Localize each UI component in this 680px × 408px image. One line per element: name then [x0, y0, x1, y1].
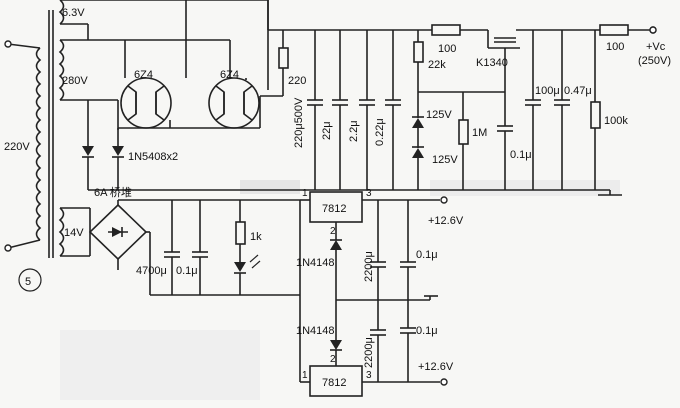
label-cap-2200u-upper: 2200μ: [363, 251, 375, 282]
label-cap-0.1u-b: 0.1μ: [176, 265, 198, 277]
cap-22u: [332, 30, 348, 190]
background-text: [60, 180, 620, 400]
label-6.3v: 6.3V: [62, 7, 85, 19]
label-14v: 14V: [64, 227, 84, 239]
label-cap-0.22u: 0.22μ: [374, 118, 386, 146]
label-cap-0.1u-a: 0.1μ: [510, 149, 532, 161]
label-pin2-lower: 2: [330, 354, 336, 365]
mosfet-section: [412, 24, 600, 190]
label-pin3-lower: 3: [366, 370, 372, 381]
label-r1k: 1k: [250, 231, 262, 243]
label-cap-0.47u: 0.47μ: [564, 85, 592, 97]
hv-rectifier-wiring: [87, 78, 610, 191]
cap-220u500v: [307, 30, 323, 190]
regulator-lower: [299, 200, 440, 397]
label-1n4148-lower: 1N4148: [296, 325, 335, 337]
label-out-12v-lower: +12.6V: [418, 361, 454, 373]
label-tube-right: 6Z4: [220, 69, 239, 81]
label-220v: 220V: [4, 141, 30, 153]
figure-number-circle: [18, 268, 42, 292]
label-cap-2200u-lower: 2200μ: [363, 337, 375, 368]
label-cap-220u500v: 220μ500V: [293, 97, 305, 148]
lv-filter: [164, 200, 261, 295]
diode-1n5408-b: [112, 130, 124, 175]
label-r220: 220: [288, 75, 306, 87]
label-regulator-lower: 7812: [322, 377, 346, 389]
label-mosfet: K1340: [476, 57, 508, 69]
regulator-upper: [300, 191, 440, 300]
tube-6z4-right: [208, 77, 260, 129]
label-tube-left: 6Z4: [134, 69, 153, 81]
label-figure-number: 5: [25, 276, 31, 288]
regulator-caps: [336, 200, 438, 382]
label-pin1-upper: 1: [302, 188, 308, 199]
bridge-rectifier: [88, 199, 300, 296]
label-cap-0.1u-d: 0.1μ: [416, 325, 438, 337]
label-cap-22u: 22μ: [321, 121, 333, 140]
label-pin3-upper: 3: [366, 188, 372, 199]
tube-6z4-left: [120, 77, 172, 129]
label-pin2-upper: 2: [330, 226, 336, 237]
label-r100k: 100k: [604, 115, 628, 127]
label-cap-2.2u: 2.2μ: [348, 120, 360, 142]
label-r1m: 1M: [472, 127, 487, 139]
label-1n4148-upper: 1N4148: [296, 257, 335, 269]
label-vc: +Vc: [646, 41, 666, 53]
label-zener-b: 125V: [432, 154, 458, 166]
hv-rail: [259, 0, 432, 120]
label-cap-0.1u-c: 0.1μ: [416, 249, 438, 261]
terminal-12v-upper: [440, 196, 448, 204]
label-280v: 280V: [62, 75, 88, 87]
output-filter: [525, 24, 657, 196]
label-pin1-lower: 1: [302, 370, 308, 381]
label-out-12v-upper: +12.6V: [428, 215, 464, 227]
label-zener-a: 125V: [426, 109, 452, 121]
label-r100-b: 100: [606, 41, 624, 53]
transformer: [4, 0, 90, 258]
label-1n5408x2: 1N5408x2: [128, 151, 178, 163]
cap-2.2u: [359, 30, 375, 190]
cap-0.22u: [385, 30, 401, 190]
label-r22k: 22k: [428, 59, 446, 71]
label-cap-100u: 100μ: [535, 85, 560, 97]
label-vc-value: (250V): [638, 55, 671, 67]
terminal-vc: [649, 26, 657, 34]
terminal-12v-lower: [440, 378, 448, 386]
label-r100-a: 100: [438, 43, 456, 55]
diode-1n5408-a: [82, 130, 94, 175]
label-bridge: 6A 桥堆: [94, 186, 132, 199]
label-regulator-upper: 7812: [322, 203, 346, 215]
filament-wiring: [87, 0, 269, 90]
label-cap-4700u: 4700μ: [136, 265, 167, 277]
